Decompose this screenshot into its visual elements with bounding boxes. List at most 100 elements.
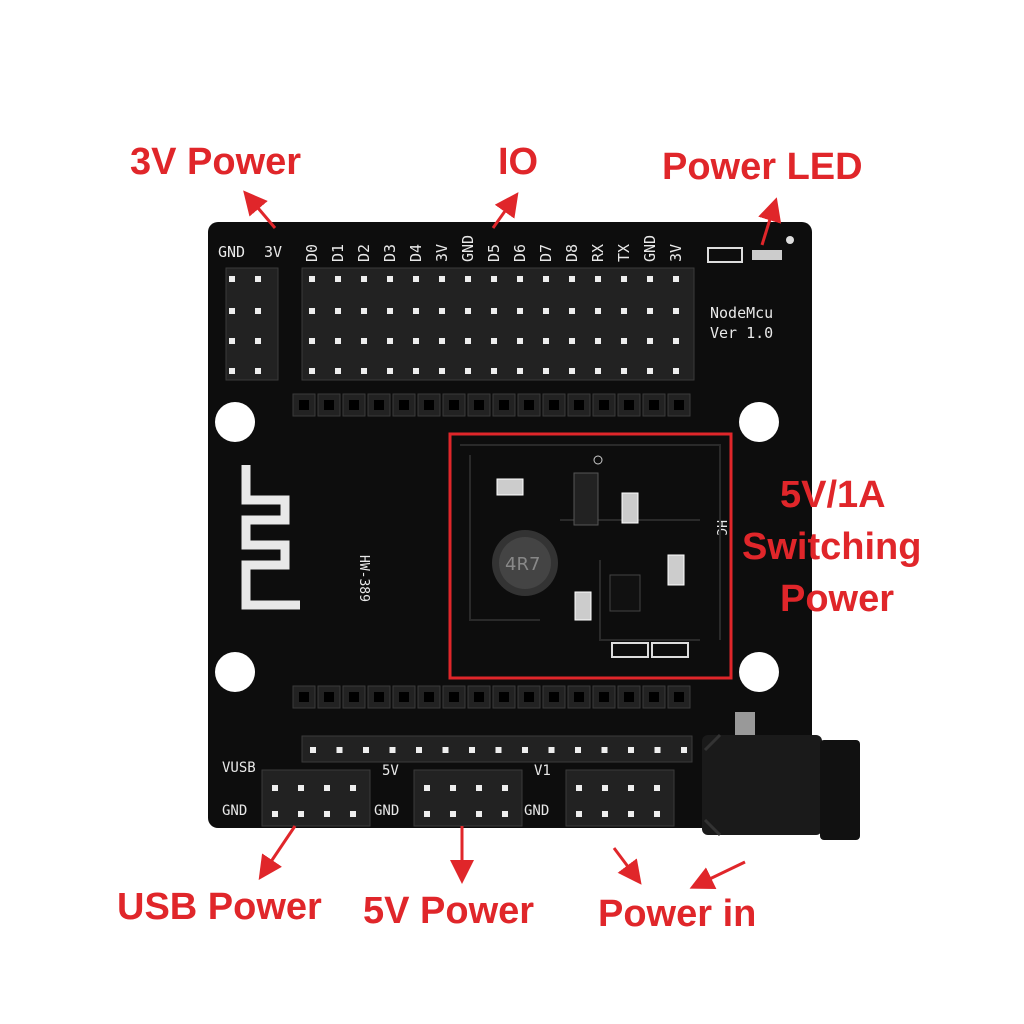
socket-hole — [349, 400, 359, 410]
io-pin-label: D8 — [563, 244, 581, 262]
smd-component — [574, 591, 592, 621]
header-pin — [439, 368, 445, 374]
io-pin-label: D4 — [407, 244, 425, 262]
socket-hole — [549, 400, 559, 410]
socket-hole — [599, 400, 609, 410]
vusb-gnd-label: GND — [222, 803, 247, 819]
socket-hole — [374, 692, 384, 702]
io-pin-label: D6 — [511, 244, 529, 262]
header-pin — [309, 338, 315, 344]
header-pin — [413, 308, 419, 314]
header-pin — [543, 338, 549, 344]
diode — [573, 472, 599, 526]
header-pin — [495, 747, 502, 753]
header-pin — [647, 338, 653, 344]
header-pin — [654, 785, 660, 791]
header-pin — [465, 308, 471, 314]
header-pin — [476, 811, 482, 817]
socket-hole — [324, 400, 334, 410]
led-dot — [786, 236, 794, 244]
label-power-led: Power LED — [662, 146, 863, 188]
header-pin — [548, 747, 555, 753]
power-led — [752, 250, 782, 260]
label-io: IO — [498, 141, 539, 183]
socket-hole — [674, 692, 684, 702]
io-pin-label: RX — [589, 244, 607, 262]
header-pin — [595, 308, 601, 314]
io-pin-label: D0 — [303, 244, 321, 262]
socket-hole — [624, 692, 634, 702]
arrow-3v-power — [243, 190, 277, 229]
arrow-power-led — [758, 197, 782, 246]
header-pin — [522, 747, 528, 753]
arrow-io — [491, 192, 519, 229]
header-pin — [621, 338, 627, 344]
io-pin-label: D5 — [485, 244, 503, 262]
socket-hole — [524, 692, 534, 702]
header-pin — [502, 785, 508, 791]
header-pin — [272, 785, 278, 791]
header-pin — [298, 785, 304, 791]
header-pin — [413, 368, 419, 374]
vusb-label: VUSB — [222, 760, 256, 776]
header-pin — [255, 368, 261, 374]
header-housing — [225, 267, 279, 381]
header-pin — [654, 811, 660, 817]
v1-label: V1 — [534, 763, 551, 779]
io-pin-label: 3V — [667, 244, 685, 262]
smd-component — [496, 478, 524, 496]
header-pin — [628, 785, 634, 791]
header-pin — [647, 276, 653, 282]
header-housing — [413, 769, 523, 827]
socket-hole — [449, 400, 459, 410]
header-pin — [350, 785, 356, 791]
header-pin — [442, 747, 449, 753]
header-pin — [469, 747, 475, 753]
header-pin — [673, 308, 679, 314]
switching-circuit: 4R7 — [460, 444, 721, 658]
label-switching-line1: 5V/1A — [780, 474, 886, 516]
socket-hole — [649, 400, 659, 410]
socket-hole — [324, 692, 334, 702]
switching-highlight-box — [448, 432, 733, 680]
socket-hole — [649, 692, 659, 702]
resistor — [707, 247, 743, 263]
header-pin — [387, 368, 393, 374]
header-pin — [361, 308, 367, 314]
socket-hole — [374, 400, 384, 410]
board-version: Ver 1.0 — [710, 324, 773, 342]
header-pin — [621, 276, 627, 282]
header-pin — [424, 811, 430, 817]
socket-hole — [424, 400, 434, 410]
header-pin — [439, 308, 445, 314]
header-pin — [335, 368, 341, 374]
header-pin — [387, 338, 393, 344]
socket-hole — [349, 692, 359, 702]
inductor-label: 4R7 — [505, 554, 540, 575]
header-pin — [491, 338, 497, 344]
socket-hole — [574, 692, 584, 702]
header-pin — [517, 276, 523, 282]
header-pin — [416, 747, 422, 753]
header-pin — [335, 308, 341, 314]
header-pin — [476, 785, 482, 791]
smd-component — [611, 642, 649, 658]
model-label: HW-389 — [356, 555, 371, 602]
header-pin — [517, 368, 523, 374]
header-pin — [387, 276, 393, 282]
header-pin — [576, 811, 582, 817]
left-header-gnd-label: GND — [218, 243, 245, 261]
header-pin — [543, 276, 549, 282]
socket-hole — [299, 692, 309, 702]
header-pin — [309, 308, 315, 314]
header-pin — [673, 368, 679, 374]
header-pin — [502, 811, 508, 817]
header-pin — [450, 811, 456, 817]
header-pin — [335, 276, 341, 282]
header-pin — [595, 338, 601, 344]
io-pin-label: GND — [459, 235, 477, 262]
header-pin — [465, 368, 471, 374]
